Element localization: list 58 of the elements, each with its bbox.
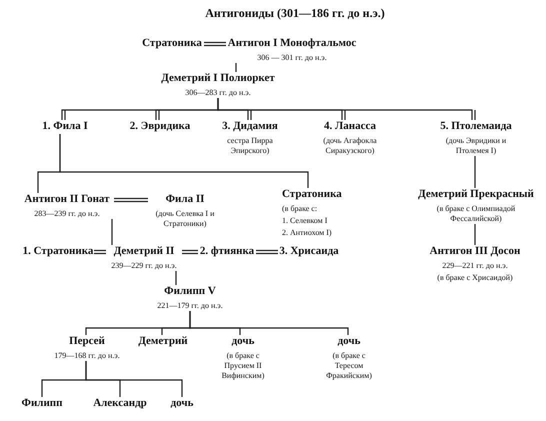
- marriage-sign: [113, 198, 149, 202]
- person-note: 179—168 гг. до н.э.: [54, 350, 120, 361]
- person-name: Стратоника: [282, 188, 342, 202]
- lineage-line: [235, 63, 237, 72]
- person-name: дочь: [338, 335, 360, 349]
- person-name: Филипп: [22, 397, 62, 411]
- person-note: (дочь Селевка I и Стратоники): [154, 208, 216, 229]
- person-name: Деметрий II: [114, 245, 174, 259]
- person-note: (в браке с:: [282, 204, 318, 214]
- marriage-sign: [203, 42, 227, 46]
- marriage-sign: [255, 250, 279, 254]
- person-name: Деметрий: [138, 335, 188, 349]
- lineage-line: [175, 271, 177, 285]
- lineage-line: [189, 311, 349, 335]
- person-name: дочь: [170, 397, 194, 411]
- person-note: (дочь Агафокла Сиракузского): [322, 136, 378, 156]
- person-name: 3. Дидамия: [222, 120, 278, 134]
- person-name: 1. Фила I: [42, 120, 88, 134]
- person-note: (в браке с Хрисаидой): [437, 272, 513, 283]
- person-note: 229—221 гг. до н.э.: [442, 260, 508, 271]
- person-note: (в браке с Тересом Фракийским): [325, 350, 373, 381]
- person-note: (в браке с Прусием II Вифинским): [220, 350, 266, 381]
- person-name: Стратоника: [142, 37, 202, 51]
- person-name: 4. Ланасса: [324, 120, 376, 134]
- person-name: 2. Эвридика: [130, 120, 190, 134]
- person-name: Персей: [69, 335, 105, 349]
- marriage-sign: [93, 250, 107, 254]
- person-name: Фила II: [166, 193, 204, 207]
- person-note: 239—229 гг. до н.э.: [111, 260, 177, 271]
- marriage-sign: [181, 250, 199, 254]
- lineage-line: [474, 156, 476, 188]
- lineage-line: [111, 219, 113, 245]
- person-name: 1. Стратоника: [22, 245, 94, 259]
- person-note: 306—283 гг. до н.э.: [185, 88, 251, 98]
- person-name: 2. фтиянка: [200, 245, 254, 259]
- diagram-title: Антигониды (301—186 гг. до н.э.): [204, 6, 386, 21]
- person-note: сестра Пирра Эпирского): [226, 136, 274, 156]
- person-name: дочь: [232, 335, 254, 349]
- person-name: 3. Хрисаида: [279, 245, 339, 259]
- person-note: 221—179 гг. до н.э.: [157, 300, 223, 311]
- lineage-line: [474, 224, 476, 245]
- person-name: Деметрий I Полиоркет: [161, 72, 275, 86]
- person-name: Антигон III Досон: [430, 245, 520, 259]
- person-note: 306 — 301 гг. до н.э.: [257, 52, 327, 63]
- person-note: (в браке с Олимпиадой Фессалийской): [436, 204, 516, 224]
- lineage-line: [217, 97, 476, 121]
- person-name: Александр: [93, 397, 147, 411]
- person-note: (дочь Эвридики и Птолемея I): [444, 136, 508, 156]
- person-note: 2. Антиохом I): [282, 228, 332, 238]
- person-note: 1. Селевком I: [282, 216, 328, 226]
- person-name: Антигон II Гонат: [24, 193, 110, 207]
- lineage-line: [59, 134, 309, 188]
- person-name: 5. Птолемаида: [440, 120, 512, 134]
- person-name: Деметрий Прекрасный: [418, 188, 534, 202]
- person-name: Филипп V: [164, 285, 216, 299]
- lineage-line: [85, 361, 183, 397]
- person-note: 283—239 гг. до н.э.: [34, 208, 100, 219]
- person-name: Антигон I Монофтальмос: [228, 37, 356, 51]
